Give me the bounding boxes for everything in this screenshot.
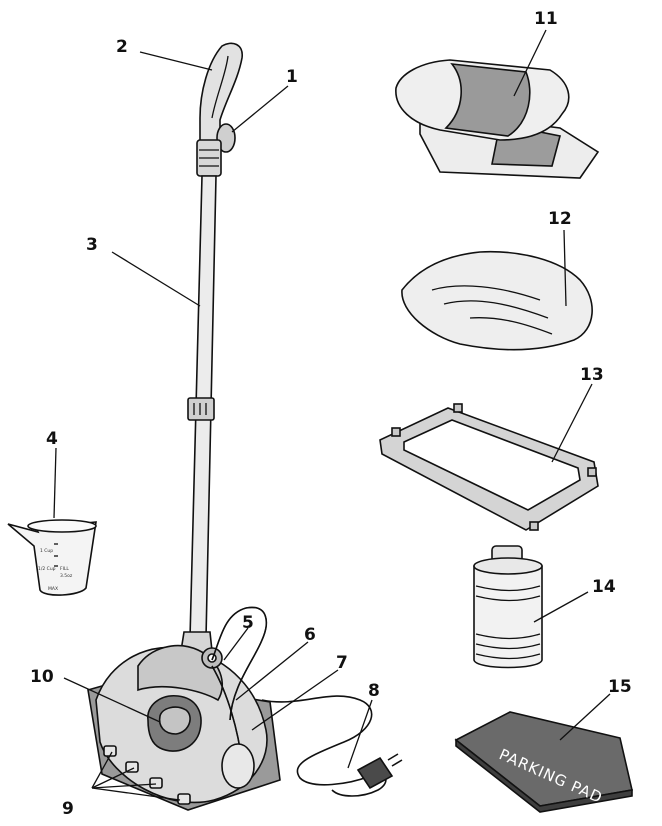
callout-15: 15 (608, 677, 632, 697)
cup-mark-max: MAX (48, 586, 58, 592)
callout-5: 5 (242, 613, 254, 633)
water-filter-bottle (473, 545, 543, 669)
callout-3: 3 (86, 235, 98, 255)
cup-mark-fill: FILL (60, 566, 69, 572)
pad-frame (379, 403, 599, 531)
microfiber-pads (395, 59, 600, 179)
callout-9: 9 (62, 799, 74, 819)
steam-mop (87, 42, 403, 811)
carpet-glider-pad (401, 250, 593, 351)
pad-clip (125, 761, 139, 773)
pad-clip (149, 777, 163, 789)
callout-11: 11 (534, 9, 558, 29)
measuring-cup: 1 Cup 1/2 Cup FILL 3.5oz MAX (7, 519, 97, 596)
callout-1: 1 (286, 67, 298, 87)
callout-14: 14 (592, 577, 616, 597)
pole-clip (187, 397, 215, 421)
callout-12: 12 (548, 209, 572, 229)
callout-8: 8 (368, 681, 380, 701)
callout-10: 10 (30, 667, 54, 687)
callout-numbers: 1 2 3 4 5 6 7 8 9 10 11 12 13 14 15 (30, 9, 632, 819)
handle-grip (199, 42, 243, 143)
power-cord (261, 695, 387, 797)
power-plug (356, 753, 403, 790)
cup-mark-half-cup: 1/2 Cup (38, 566, 56, 572)
cup-mark-3-5-oz: 3.5oz (60, 573, 73, 579)
cup-mark-1-cup: 1 Cup (40, 548, 53, 554)
callout-7: 7 (336, 653, 348, 673)
leader-lines (53, 29, 611, 801)
callout-13: 13 (580, 365, 604, 385)
callout-4: 4 (46, 429, 58, 449)
callout-2: 2 (116, 37, 128, 57)
parking-pad: PARKING PAD (454, 711, 633, 813)
pad-clip (177, 793, 191, 805)
callout-6: 6 (304, 625, 316, 645)
